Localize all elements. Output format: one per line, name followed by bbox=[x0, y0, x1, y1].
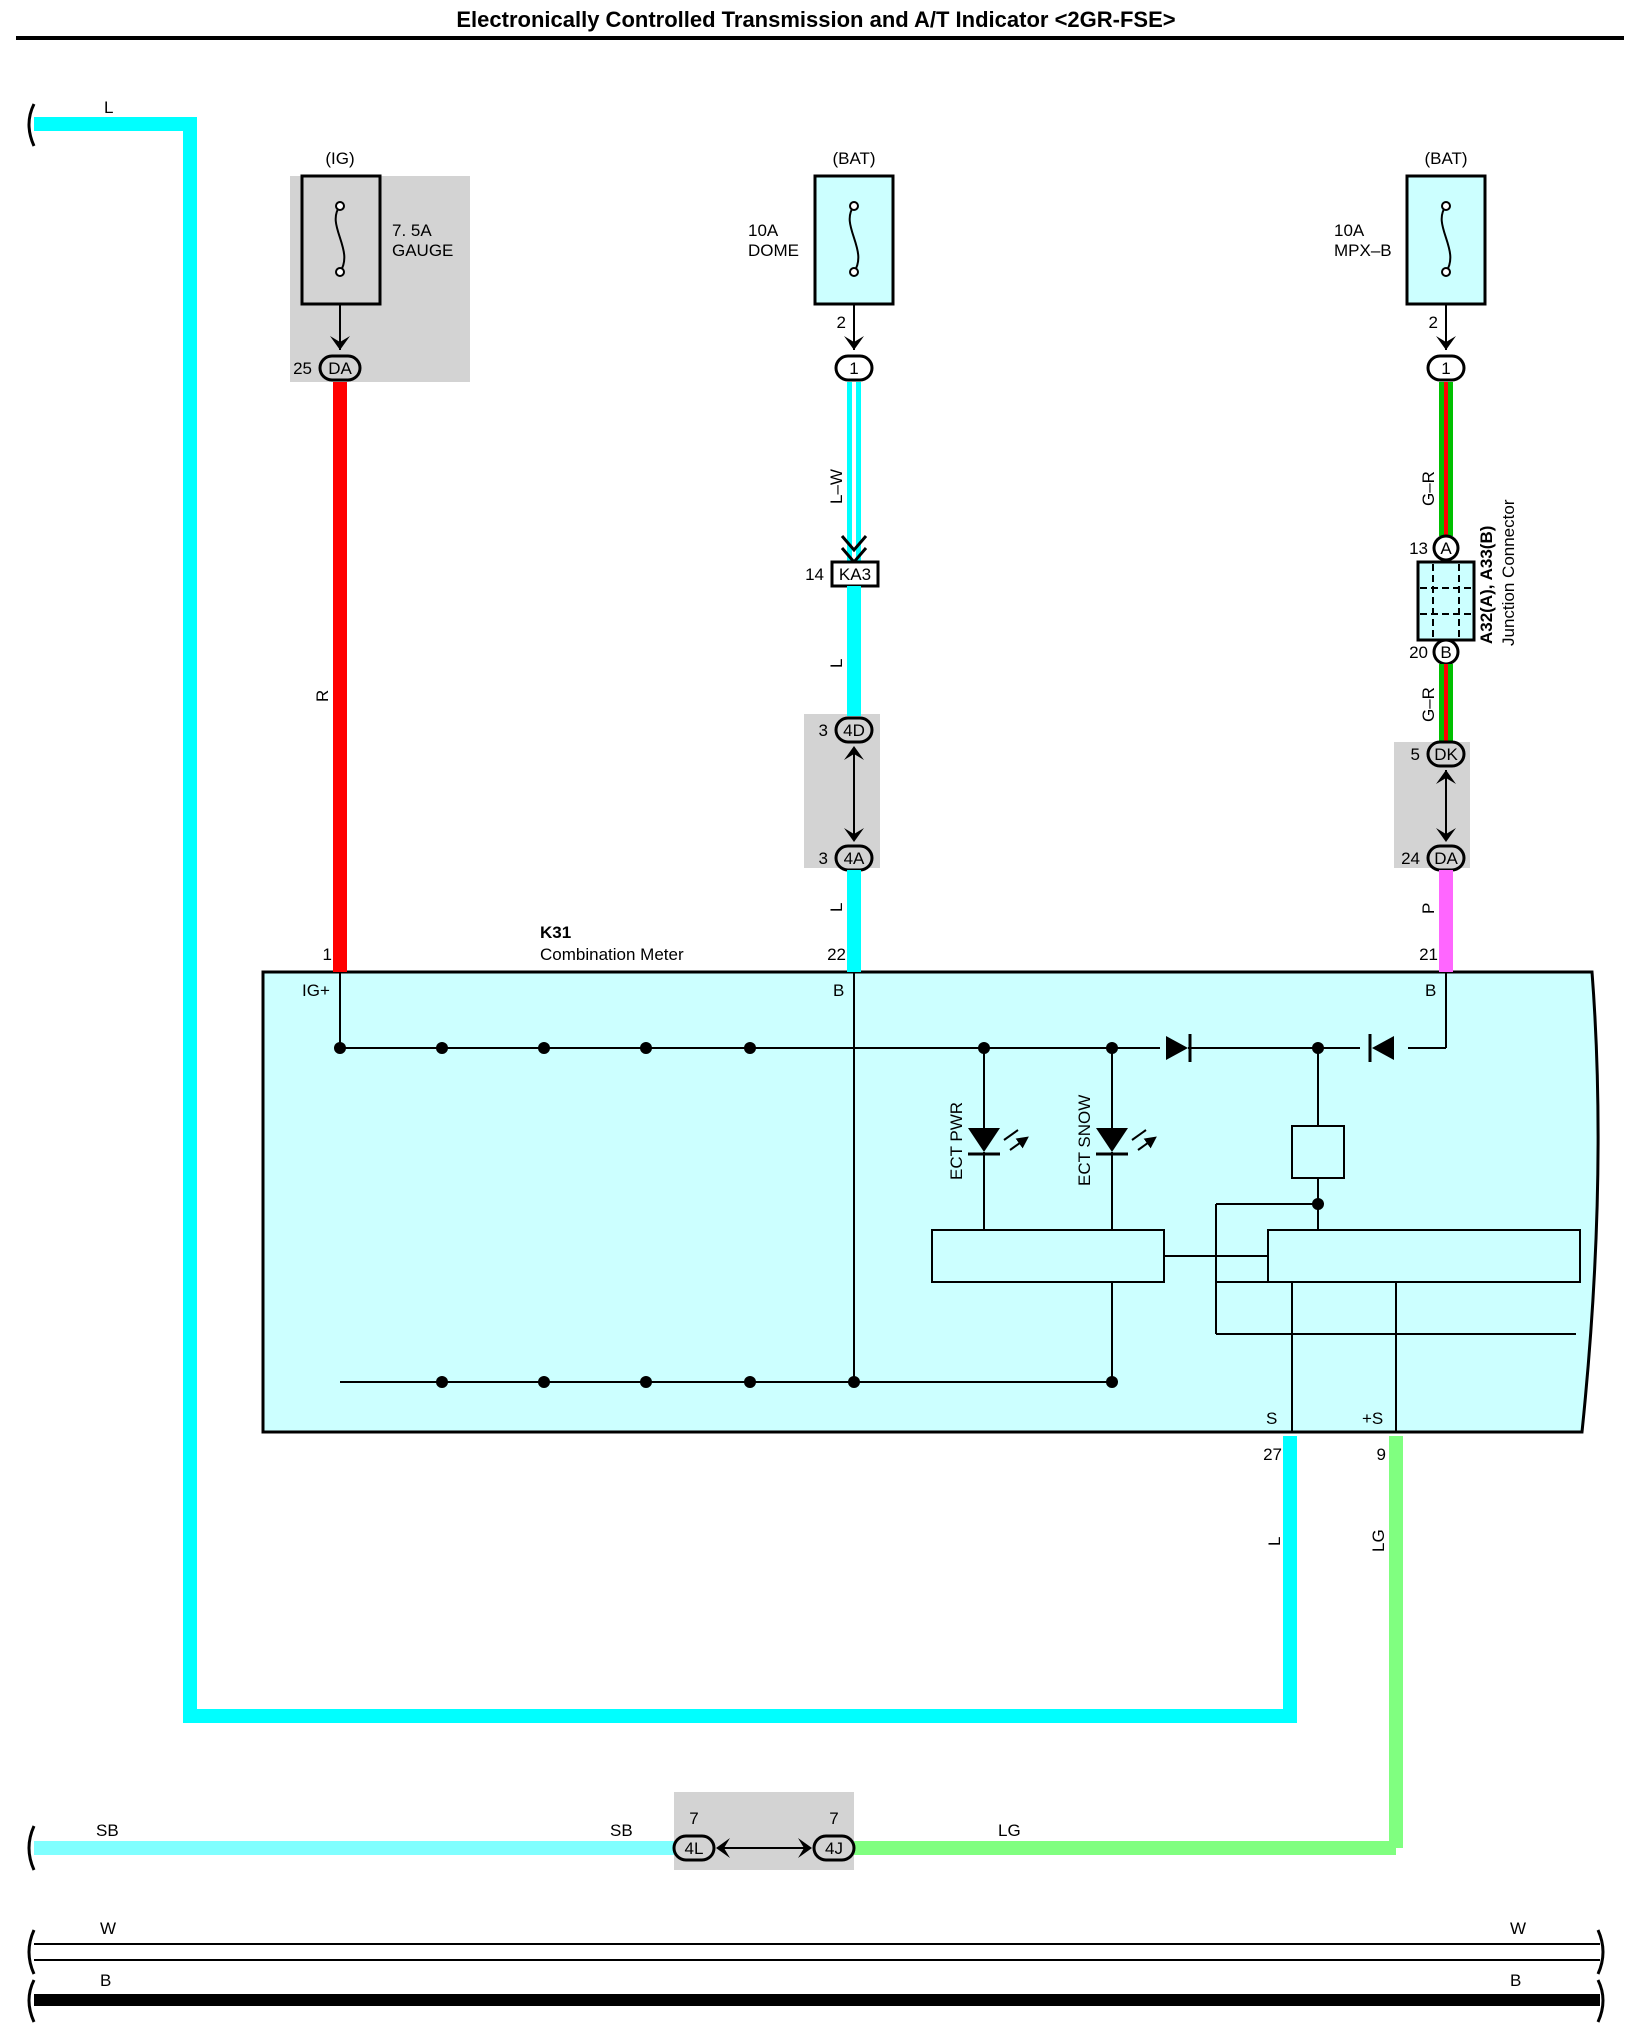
meter-pin-b2: 21 bbox=[1419, 945, 1438, 964]
c4l-pin: 7 bbox=[689, 1809, 698, 1828]
meter-term-s: S bbox=[1266, 1409, 1277, 1428]
gauge-fuse-element bbox=[334, 205, 346, 273]
jc-label: A32(A), A33(B) bbox=[1477, 526, 1496, 644]
connector-4l bbox=[672, 1834, 716, 1862]
jc-b-pin: 20 bbox=[1409, 643, 1428, 662]
break-mark-b-left bbox=[27, 1979, 36, 2023]
wire-label-l-dome-lower: L bbox=[827, 903, 846, 912]
da2-pin: 24 bbox=[1401, 849, 1420, 868]
connector-4j bbox=[812, 1834, 856, 1862]
meter-term-b1: B bbox=[833, 981, 844, 1000]
dome-fuse-pin: 2 bbox=[837, 313, 846, 332]
wire-label-left-top: L bbox=[104, 98, 113, 117]
gauge-source: (IG) bbox=[325, 149, 354, 168]
junction-dots bbox=[334, 1042, 1324, 1388]
jc-a-pin: 13 bbox=[1409, 539, 1428, 558]
connector-dk bbox=[1426, 740, 1466, 768]
wire-l-loop bbox=[34, 117, 1297, 1723]
connector-4d bbox=[834, 716, 874, 744]
gauge-pin-label: 25 bbox=[293, 359, 312, 378]
dk-name: DK bbox=[1434, 745, 1458, 764]
meter-name: Combination Meter bbox=[540, 945, 684, 964]
wire-label-gr-lower: G–R bbox=[1419, 687, 1438, 722]
mpxb-source: (BAT) bbox=[1424, 149, 1467, 168]
diagram-title: Electronically Controlled Transmission a… bbox=[456, 7, 1175, 32]
connector-da-25 bbox=[318, 354, 362, 382]
dome-rating: 10A bbox=[748, 221, 779, 240]
c4d-name: 4D bbox=[843, 721, 865, 740]
da2-name: DA bbox=[1434, 849, 1458, 868]
gauge-connector-label: DA bbox=[328, 359, 352, 378]
dome-name: DOME bbox=[748, 241, 799, 260]
ka3-name: KA3 bbox=[839, 565, 871, 584]
jc-desc: Junction Connector bbox=[1499, 499, 1518, 646]
meter-term-ps: +S bbox=[1362, 1409, 1383, 1428]
meter-internal-circuit bbox=[339, 972, 1581, 1432]
wire-label-l-out: L bbox=[1265, 1537, 1284, 1546]
break-mark-w-left bbox=[27, 1929, 36, 1975]
c4a-name: 4A bbox=[844, 849, 865, 868]
c4d-pin: 3 bbox=[819, 721, 828, 740]
ect-led-snow: ECT SNOW bbox=[1075, 1095, 1094, 1186]
c4j-pin: 7 bbox=[829, 1809, 838, 1828]
wire-label-sb-left: SB bbox=[96, 1821, 119, 1840]
wire-label-r: R bbox=[313, 690, 332, 702]
jc-a-name: A bbox=[1440, 539, 1452, 558]
mpxb-pin: 1 bbox=[1441, 359, 1450, 378]
wire-label-lg-bottom: LG bbox=[998, 1821, 1021, 1840]
meter-term-ig: IG+ bbox=[302, 981, 330, 1000]
wire-label-sb-right: SB bbox=[610, 1821, 633, 1840]
wire-label-b-left: B bbox=[100, 1971, 111, 1990]
break-mark-b-right bbox=[1596, 1979, 1605, 2023]
gauge-rating: 7. 5A bbox=[392, 221, 432, 240]
wire-label-gr-upper: G–R bbox=[1419, 471, 1438, 506]
gauge-pin-arrow bbox=[330, 336, 350, 350]
jc-b-name: B bbox=[1440, 643, 1451, 662]
wire-label-lg-out: LG bbox=[1369, 1529, 1388, 1552]
ect-led-pwr: ECT PWR bbox=[947, 1102, 966, 1180]
dome-pin-connector bbox=[834, 354, 874, 382]
mpxb-name: MPX–B bbox=[1334, 241, 1392, 260]
mpxb-rating: 10A bbox=[1334, 221, 1365, 240]
wire-label-lw: L–W bbox=[827, 469, 846, 504]
dome-source: (BAT) bbox=[832, 149, 875, 168]
meter-pin-ps: 9 bbox=[1377, 1445, 1386, 1464]
wire-label-p: P bbox=[1419, 903, 1438, 914]
ect-leds bbox=[968, 1128, 1152, 1156]
mpxb-fuse-pin: 2 bbox=[1429, 313, 1438, 332]
dk-pin: 5 bbox=[1411, 745, 1420, 764]
meter-pin-b1: 22 bbox=[827, 945, 846, 964]
gauge-name: GAUGE bbox=[392, 241, 453, 260]
c4a-pin: 3 bbox=[819, 849, 828, 868]
wire-label-l-dome-mid: L bbox=[827, 659, 846, 668]
break-mark-top-left bbox=[27, 103, 36, 147]
wire-label-w-left: W bbox=[100, 1919, 116, 1938]
junction-connector bbox=[1416, 560, 1476, 642]
ka3-pin: 14 bbox=[805, 565, 824, 584]
c4l-name: 4L bbox=[685, 1839, 704, 1858]
break-mark-w-right bbox=[1596, 1929, 1605, 1975]
diodes bbox=[1166, 1034, 1394, 1062]
meter-pin-s: 27 bbox=[1263, 1445, 1282, 1464]
jc-pin-a bbox=[1432, 534, 1460, 562]
meter-pin-ig: 1 bbox=[323, 945, 332, 964]
c4j-name: 4J bbox=[825, 1839, 843, 1858]
meter-term-b2: B bbox=[1425, 981, 1436, 1000]
meter-code: K31 bbox=[540, 923, 571, 942]
break-mark-sb bbox=[27, 1825, 36, 1871]
combination-meter-body bbox=[261, 970, 1600, 1434]
dome-pin: 1 bbox=[849, 359, 858, 378]
mpxb-pin-connector bbox=[1426, 354, 1466, 382]
wire-label-w-right: W bbox=[1510, 1919, 1526, 1938]
wire-label-b-right: B bbox=[1510, 1971, 1521, 1990]
